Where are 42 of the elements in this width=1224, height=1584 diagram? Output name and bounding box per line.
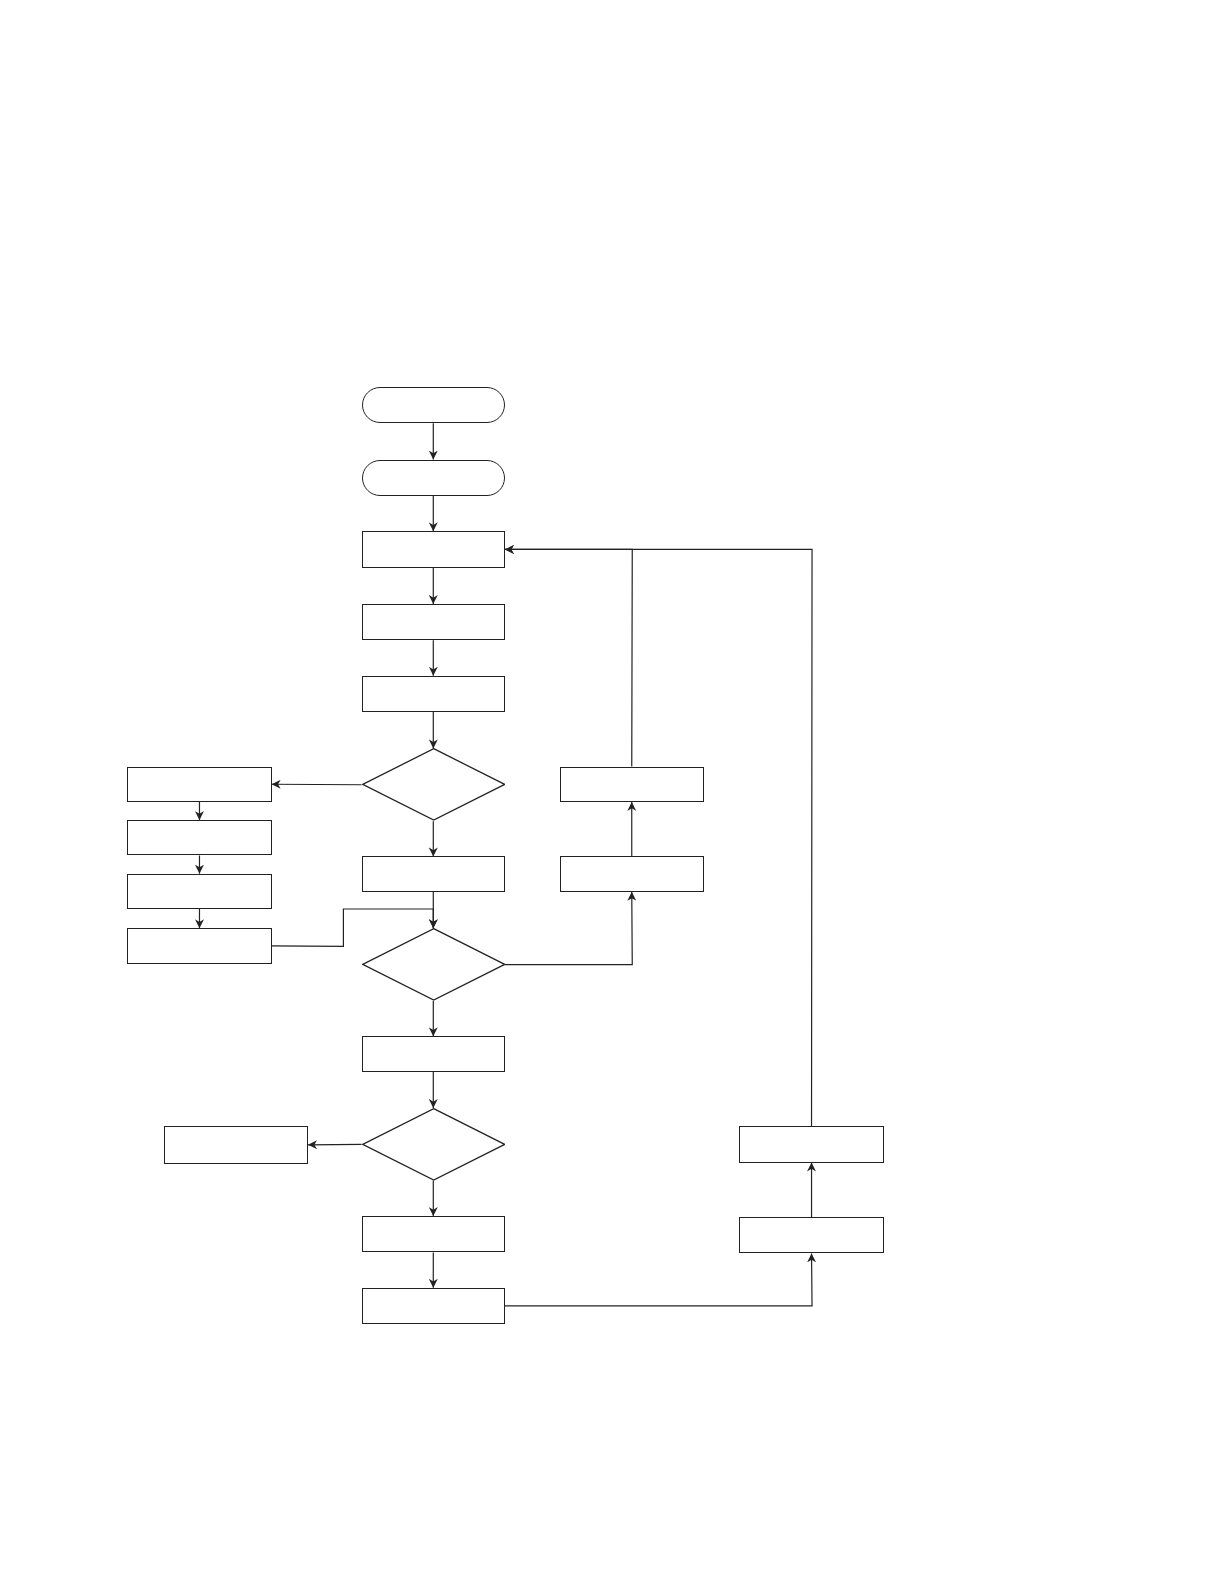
arrow bbox=[627, 801, 637, 858]
arrow bbox=[428, 639, 438, 677]
arrow bbox=[428, 495, 438, 532]
arrow bbox=[807, 1161, 817, 1218]
decision-diamond bbox=[361, 1107, 505, 1181]
arrow bbox=[504, 1252, 817, 1307]
decision-diamond bbox=[361, 748, 505, 822]
arrow bbox=[428, 1071, 438, 1109]
process-box bbox=[559, 856, 704, 892]
arrow bbox=[428, 1180, 438, 1217]
process-box bbox=[559, 766, 704, 802]
arrow bbox=[504, 891, 637, 966]
process-box bbox=[163, 1126, 309, 1164]
process-box bbox=[361, 603, 505, 641]
process-box bbox=[127, 820, 272, 856]
arrow bbox=[428, 820, 438, 858]
process-box bbox=[361, 1036, 505, 1072]
process-box bbox=[361, 531, 505, 568]
process-box bbox=[127, 766, 272, 802]
process-box bbox=[739, 1126, 884, 1163]
arrow bbox=[428, 1000, 438, 1037]
arrow bbox=[428, 422, 438, 461]
process-box bbox=[739, 1217, 884, 1254]
process-box bbox=[361, 675, 505, 713]
arrow bbox=[195, 854, 204, 875]
arrow bbox=[195, 908, 204, 929]
terminal-shape bbox=[361, 459, 505, 496]
process-box bbox=[127, 873, 272, 909]
arrow bbox=[504, 544, 813, 1127]
arrow bbox=[428, 711, 438, 749]
terminal-shape bbox=[361, 386, 505, 424]
process-box bbox=[361, 1216, 505, 1253]
process-box bbox=[361, 856, 505, 892]
decision-diamond bbox=[361, 928, 505, 1001]
arrow bbox=[307, 1140, 363, 1150]
process-box bbox=[127, 928, 272, 964]
arrow bbox=[428, 1251, 438, 1289]
arrow bbox=[195, 801, 204, 821]
arrow bbox=[428, 891, 438, 929]
arrow bbox=[428, 567, 438, 605]
process-box bbox=[361, 1287, 505, 1325]
arrow bbox=[271, 779, 363, 789]
